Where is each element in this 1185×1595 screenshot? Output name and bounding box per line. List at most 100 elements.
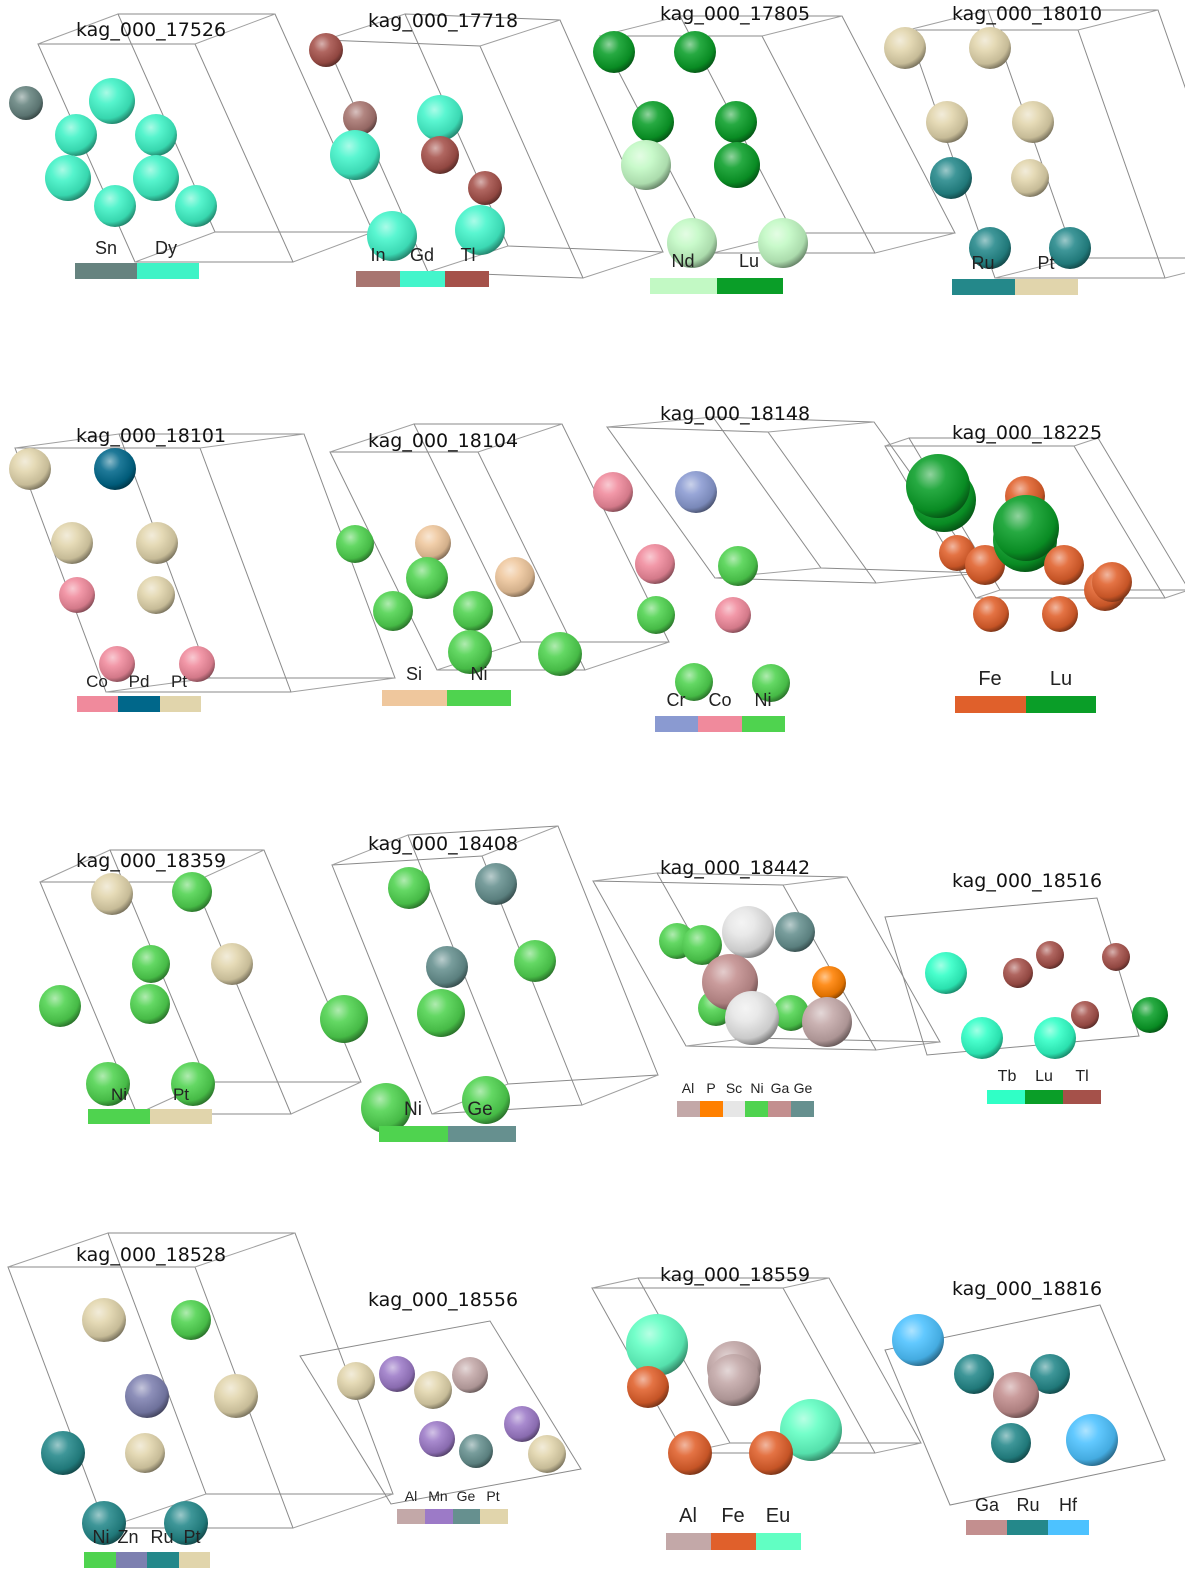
atom-nd bbox=[758, 218, 808, 268]
structure-title: kag_000_18556 bbox=[368, 1289, 519, 1311]
element-color-legend bbox=[379, 1126, 516, 1142]
atom-sn bbox=[9, 86, 43, 120]
atom-pt bbox=[528, 1435, 566, 1473]
element-label-ni: Ni bbox=[404, 1098, 422, 1120]
atom-ni bbox=[130, 984, 170, 1024]
atom-tl bbox=[1036, 941, 1064, 969]
legend-swatch-lu bbox=[716, 278, 783, 294]
atom-ni bbox=[417, 989, 465, 1037]
cell-edge bbox=[292, 231, 374, 263]
cell-edge bbox=[194, 1232, 296, 1268]
cell-edge bbox=[199, 433, 305, 449]
atom-sc bbox=[725, 991, 779, 1045]
legend-swatch-nd bbox=[650, 278, 717, 294]
atom-co bbox=[59, 577, 95, 613]
legend-swatch-ni bbox=[745, 1101, 769, 1117]
cell-edge bbox=[907, 9, 989, 31]
atom-ni bbox=[675, 663, 713, 701]
cell-face bbox=[884, 897, 1140, 1056]
element-label-eu: Eu bbox=[765, 1505, 791, 1527]
element-color-legend bbox=[987, 1090, 1101, 1104]
atom-fe bbox=[965, 545, 1005, 585]
atom-zn bbox=[125, 1374, 169, 1418]
atom-lu bbox=[714, 142, 760, 188]
element-label-tl: Tl bbox=[460, 245, 476, 266]
atom-tl bbox=[421, 136, 459, 174]
atom-fe bbox=[1092, 562, 1132, 602]
structure-title: kag_000_18010 bbox=[952, 3, 1103, 25]
cell-edge bbox=[194, 13, 276, 45]
cell-edge bbox=[7, 1232, 109, 1268]
atom-tb bbox=[925, 952, 967, 994]
legend-swatch-co bbox=[77, 696, 119, 712]
legend-swatch-p bbox=[699, 1101, 723, 1117]
element-color-legend bbox=[952, 279, 1078, 295]
cell-edge bbox=[193, 849, 265, 883]
legend-swatch-sc bbox=[722, 1101, 746, 1117]
structure-title: kag_000_18101 bbox=[76, 425, 227, 447]
atom-hf bbox=[1066, 1414, 1118, 1466]
unit-cell-kag_000_18528 bbox=[7, 1232, 394, 1529]
legend-swatch-ga bbox=[768, 1101, 792, 1117]
atom-ru bbox=[82, 1501, 126, 1545]
atom-fe bbox=[668, 1431, 712, 1475]
atom-co bbox=[99, 646, 135, 682]
atom-lu bbox=[993, 495, 1059, 561]
atom-tl bbox=[1071, 1001, 1099, 1029]
element-label-zn: Zn bbox=[117, 1527, 139, 1548]
element-label-pt: Pt bbox=[172, 1084, 190, 1104]
element-label-ru: Ru bbox=[971, 253, 995, 274]
legend-swatch-al bbox=[666, 1533, 711, 1550]
structure-title: kag_000_18442 bbox=[660, 857, 811, 879]
atom-al bbox=[708, 1354, 760, 1406]
cell-face bbox=[908, 437, 1185, 591]
atom-eu bbox=[780, 1399, 842, 1461]
cell-edge bbox=[1164, 590, 1185, 599]
cell-edge bbox=[329, 423, 415, 453]
cell-edge bbox=[767, 421, 875, 433]
atom-tb bbox=[961, 1017, 1003, 1059]
unit-cell-kag_000_17718 bbox=[324, 13, 664, 279]
cell-edge bbox=[606, 416, 714, 428]
cell-edge bbox=[1073, 437, 1099, 447]
cell-edge bbox=[290, 677, 396, 693]
element-label-lu: Lu bbox=[1035, 1068, 1053, 1086]
cell-edge bbox=[874, 232, 956, 254]
element-label-tb: Tb bbox=[997, 1068, 1017, 1086]
atom-ni bbox=[336, 525, 374, 563]
atom-pd bbox=[94, 448, 136, 490]
atom-lu bbox=[674, 31, 716, 73]
atom-ni bbox=[171, 1300, 211, 1340]
cell-edge bbox=[479, 19, 561, 47]
atom-ni bbox=[320, 995, 368, 1043]
element-label-dy: Dy bbox=[155, 238, 177, 259]
atom-pt bbox=[211, 943, 253, 985]
atom-ni bbox=[752, 664, 790, 702]
atom-ge bbox=[775, 912, 815, 952]
atom-ni bbox=[373, 591, 413, 631]
atom-pt bbox=[1012, 101, 1054, 143]
element-color-legend bbox=[77, 696, 201, 712]
legend-swatch-ni bbox=[88, 1109, 150, 1124]
unit-cell-kag_000_18442 bbox=[592, 872, 941, 1051]
structure-title: kag_000_18528 bbox=[76, 1244, 227, 1266]
legend-swatch-sn bbox=[75, 263, 137, 279]
atom-fe bbox=[973, 596, 1009, 632]
element-color-legend bbox=[650, 278, 783, 294]
cell-edge bbox=[591, 1277, 639, 1289]
structure-title: kag_000_18516 bbox=[952, 870, 1103, 892]
atom-pt bbox=[9, 448, 51, 490]
cell-edge bbox=[582, 251, 664, 279]
atom-tl bbox=[468, 171, 502, 205]
element-color-legend bbox=[666, 1533, 801, 1550]
legend-swatch-ge bbox=[452, 1509, 481, 1524]
legend-swatch-ni bbox=[446, 690, 511, 706]
element-label-nd: Nd bbox=[671, 251, 695, 272]
element-label-fe: Fe bbox=[978, 668, 1002, 690]
atom-lu bbox=[906, 454, 970, 518]
element-label-co: Co bbox=[86, 671, 108, 691]
legend-swatch-ge bbox=[791, 1101, 814, 1117]
atom-nd bbox=[621, 140, 671, 190]
atom-ga bbox=[993, 1372, 1039, 1418]
